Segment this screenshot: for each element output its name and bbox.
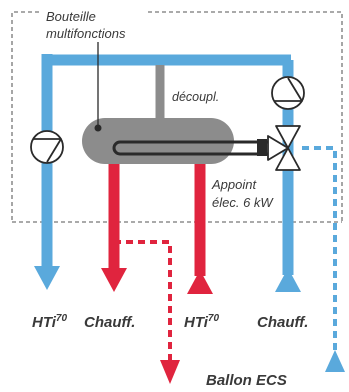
bottom-label-chauff-left: Chauff. [84,314,135,331]
hti-right-sup: 70 [208,313,220,324]
ballon-ecs-label: Ballon ECS [206,372,287,389]
hti-left-main: HTi [32,314,57,331]
left-hti-arrow [34,266,60,290]
bottom-label-hti-left: HTi70 [32,313,67,331]
decoupling-label: découpl. [172,90,219,104]
hti-right-main: HTi [184,314,209,331]
ballon-return-dashed-line [302,146,337,370]
left-chauff-arrow [101,268,127,292]
bottle-label-line2: multifonctions [46,26,126,41]
right-hti-arrow [187,270,213,294]
bottle-label-pointer [94,42,102,132]
pump-icon [271,76,305,110]
heater-label-line1: Appoint [211,177,257,192]
bottom-label-hti-right: HTi70 [184,313,219,331]
electric-heater-icon [112,139,270,156]
bottle-label-line1: Bouteille [46,9,96,24]
ballon-supply-arrow [160,360,180,384]
right-chauff-arrow [275,268,301,292]
heater-label-line2: élec. 6 kW [212,195,274,210]
bottom-label-chauff-right: Chauff. [257,314,308,331]
ballon-supply-dashed-line [114,240,172,362]
pump-icon [30,130,64,164]
ballon-return-arrow [325,350,345,372]
three-way-valve-icon [267,125,301,171]
hti-left-sup: 70 [56,313,68,324]
